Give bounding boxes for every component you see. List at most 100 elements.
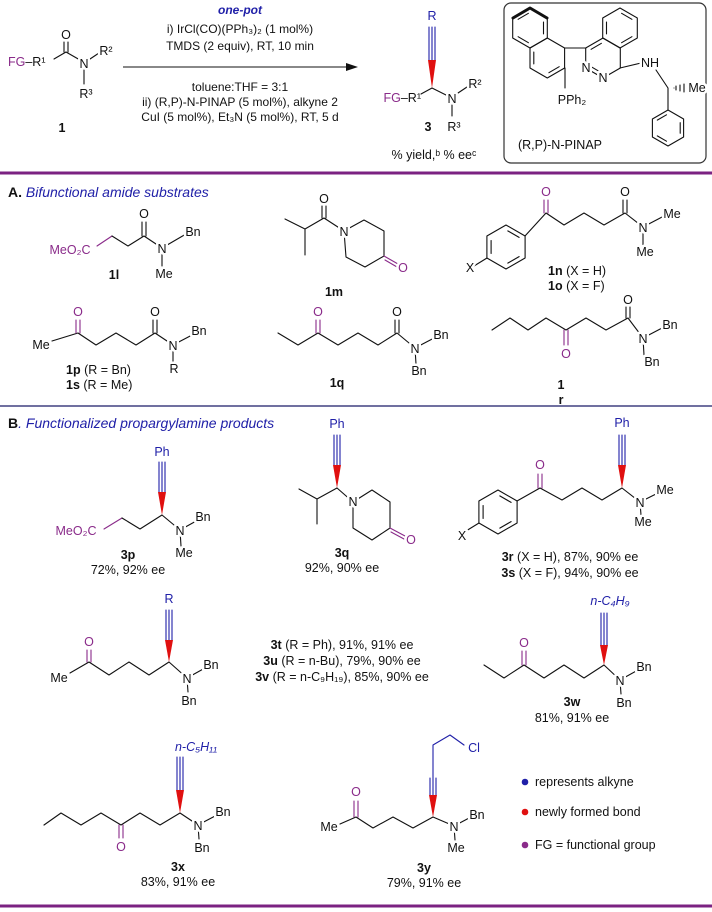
compound-label: 1o xyxy=(548,279,563,293)
benzyl-label: Bn xyxy=(181,694,196,708)
section-b-heading: B. Functionalized propargylamine product… xyxy=(8,415,274,431)
ligand-name: (R,P)-N-PINAP xyxy=(518,138,602,152)
svg-text:FG–R¹: FG–R¹ xyxy=(383,91,421,105)
svg-text:B. Functionalized propargylami: B. Functionalized propargylamine product… xyxy=(8,415,274,431)
compound-label-1: 1 xyxy=(59,121,66,135)
new-bond-wedge xyxy=(333,465,341,488)
benzyl-label: Bn xyxy=(644,355,659,369)
compound-note: (X = F) xyxy=(566,279,605,293)
benzyl-label: Bn xyxy=(185,225,200,239)
amide-oxygen: O xyxy=(392,305,402,319)
compound-label-3: 3 xyxy=(425,120,432,134)
nitrogen-atom: N xyxy=(157,242,166,256)
methyl-label: Me xyxy=(634,515,651,529)
nitrogen-atom: N xyxy=(615,674,624,688)
compound-note: (X = H), 87%, 90% ee xyxy=(517,550,638,564)
r3-label: R³ xyxy=(79,87,92,101)
yield-ee: 81%, 91% ee xyxy=(535,711,609,725)
oxygen-atom: O xyxy=(319,192,329,206)
section-letter: A. xyxy=(8,184,22,200)
legend-item: newly formed bond xyxy=(535,805,641,819)
compound-note: (R = n-C₉H₁₉), 85%, 90% ee xyxy=(273,670,429,684)
methyl-label: Me xyxy=(320,820,337,834)
methyl-label: Me xyxy=(447,841,464,855)
product-3x: n-C₅H₁₁ O N Bn Bn 3x 83%, 91% ee xyxy=(43,738,233,889)
ketone-oxygen: O xyxy=(313,305,323,319)
compound-1n-1o: X O O N Me Me 1n (X = H) 1o (X = F) xyxy=(463,183,683,294)
methyl-label: Me xyxy=(175,546,192,560)
compound-label: 3w xyxy=(564,695,581,709)
new-bond-wedge xyxy=(428,60,436,88)
benzyl-label: Bn xyxy=(191,324,206,338)
legend-item: represents alkyne xyxy=(535,775,634,789)
svg-text:3r (X = H), 87%, 90% ee: 3r (X = H), 87%, 90% ee xyxy=(502,550,639,564)
ketone-oxygen: O xyxy=(351,785,361,799)
svg-text:3s (X = F), 94%, 90% ee: 3s (X = F), 94%, 90% ee xyxy=(501,566,638,580)
r-substituent: R xyxy=(169,362,178,376)
red-dot-icon xyxy=(521,808,529,816)
compound-note: (R = Me) xyxy=(83,378,132,392)
ligand-frame xyxy=(503,2,707,164)
compound-label: 1s xyxy=(66,378,80,392)
pph2-group: PPh₂ xyxy=(558,93,587,107)
compound-label: 1 xyxy=(558,378,565,392)
svg-text:1p (R = Bn): 1p (R = Bn) xyxy=(66,363,131,377)
benzyl-label: Bn xyxy=(203,658,218,672)
yield-ee: 79%, 91% ee xyxy=(387,876,461,890)
phthalazine-n-atom: N xyxy=(598,71,607,85)
r3-label: R³ xyxy=(447,120,460,134)
product-3t-3u-3v: R O Me N Bn Bn 3t (R = Ph), 91%, 91% ee … xyxy=(48,590,429,711)
ketone-oxygen: O xyxy=(73,305,83,319)
product-3y: Cl O Me N Bn Me 3y 79%, 91% ee xyxy=(318,734,487,890)
ketone-oxygen: O xyxy=(116,840,126,854)
methyl-label: Me xyxy=(50,671,67,685)
condition-step-1: i) IrCl(CO)(PPh₃)₂ (1 mol%) xyxy=(167,22,313,36)
x-substituent: X xyxy=(458,529,467,543)
blue-dot-icon xyxy=(521,778,529,786)
phthalazine-n-atom: N xyxy=(581,61,590,75)
ketone-oxygen: O xyxy=(84,635,94,649)
methyl-label: Me xyxy=(663,207,680,221)
phenyl-alkyne-label: Ph xyxy=(614,416,629,430)
compound-note: (X = H) xyxy=(566,264,606,278)
product-3r-3s: Ph O X N Me Me 3r (X = H), 87%, 90% ee 3… xyxy=(455,414,676,581)
svg-text:3v (R = n-C₉H₁₉), 85%, 90% ee: 3v (R = n-C₉H₁₉), 85%, 90% ee xyxy=(255,670,429,684)
hashed-bond xyxy=(673,83,685,93)
compound-label: 3s xyxy=(501,566,515,580)
section-title: . Functionalized propargylamine products xyxy=(18,415,274,431)
benzyl-label: Bn xyxy=(662,318,677,332)
nitrogen-atom: N xyxy=(410,342,419,356)
new-bond-wedge xyxy=(176,790,184,813)
nitrogen-atom: N xyxy=(193,819,202,833)
reaction-conditions: one-pot i) IrCl(CO)(PPh₃)₂ (1 mol%) TMDS… xyxy=(123,3,358,124)
purple-dot-icon xyxy=(521,841,529,849)
compound-1q: O O N Bn Bn 1q xyxy=(277,303,451,390)
compound-label: 3x xyxy=(171,860,185,874)
svg-text:A. Bifunctional amide substrat: A. Bifunctional amide substrates xyxy=(8,184,209,200)
color-legend: represents alkyne newly formed bond FG =… xyxy=(521,775,656,852)
methyl-label: Me xyxy=(155,267,172,281)
ring-bond xyxy=(486,224,526,270)
compound-label: 3r xyxy=(502,550,514,564)
compound-label: 3t xyxy=(271,638,283,652)
nitrogen-atom: N xyxy=(447,92,456,106)
methyl-label: Me xyxy=(656,483,673,497)
ketone-oxygen: O xyxy=(541,185,551,199)
compound-label: 1p xyxy=(66,363,81,377)
ester-group: MeO₂C xyxy=(50,243,91,257)
new-bond-wedge xyxy=(165,640,173,662)
ester-group: MeO₂C xyxy=(56,524,97,538)
ring-bond xyxy=(529,37,566,79)
alkyne-r-label: n-C₄H₉ xyxy=(590,594,629,608)
benzyl-label: Bn xyxy=(215,805,230,819)
compound-label: 3u xyxy=(263,654,278,668)
nitrogen-atom: N xyxy=(348,495,357,509)
alkyne-r-label: R xyxy=(427,9,436,23)
section-a-heading: A. Bifunctional amide substrates xyxy=(8,184,209,200)
condition-step-1-detail: TMDS (2 equiv), RT, 10 min xyxy=(166,39,314,53)
phenyl-alkyne-label: Ph xyxy=(154,445,169,459)
ketone-oxygen: O xyxy=(519,636,529,650)
x-substituent: X xyxy=(466,261,475,275)
benzyl-label: Bn xyxy=(194,841,209,855)
